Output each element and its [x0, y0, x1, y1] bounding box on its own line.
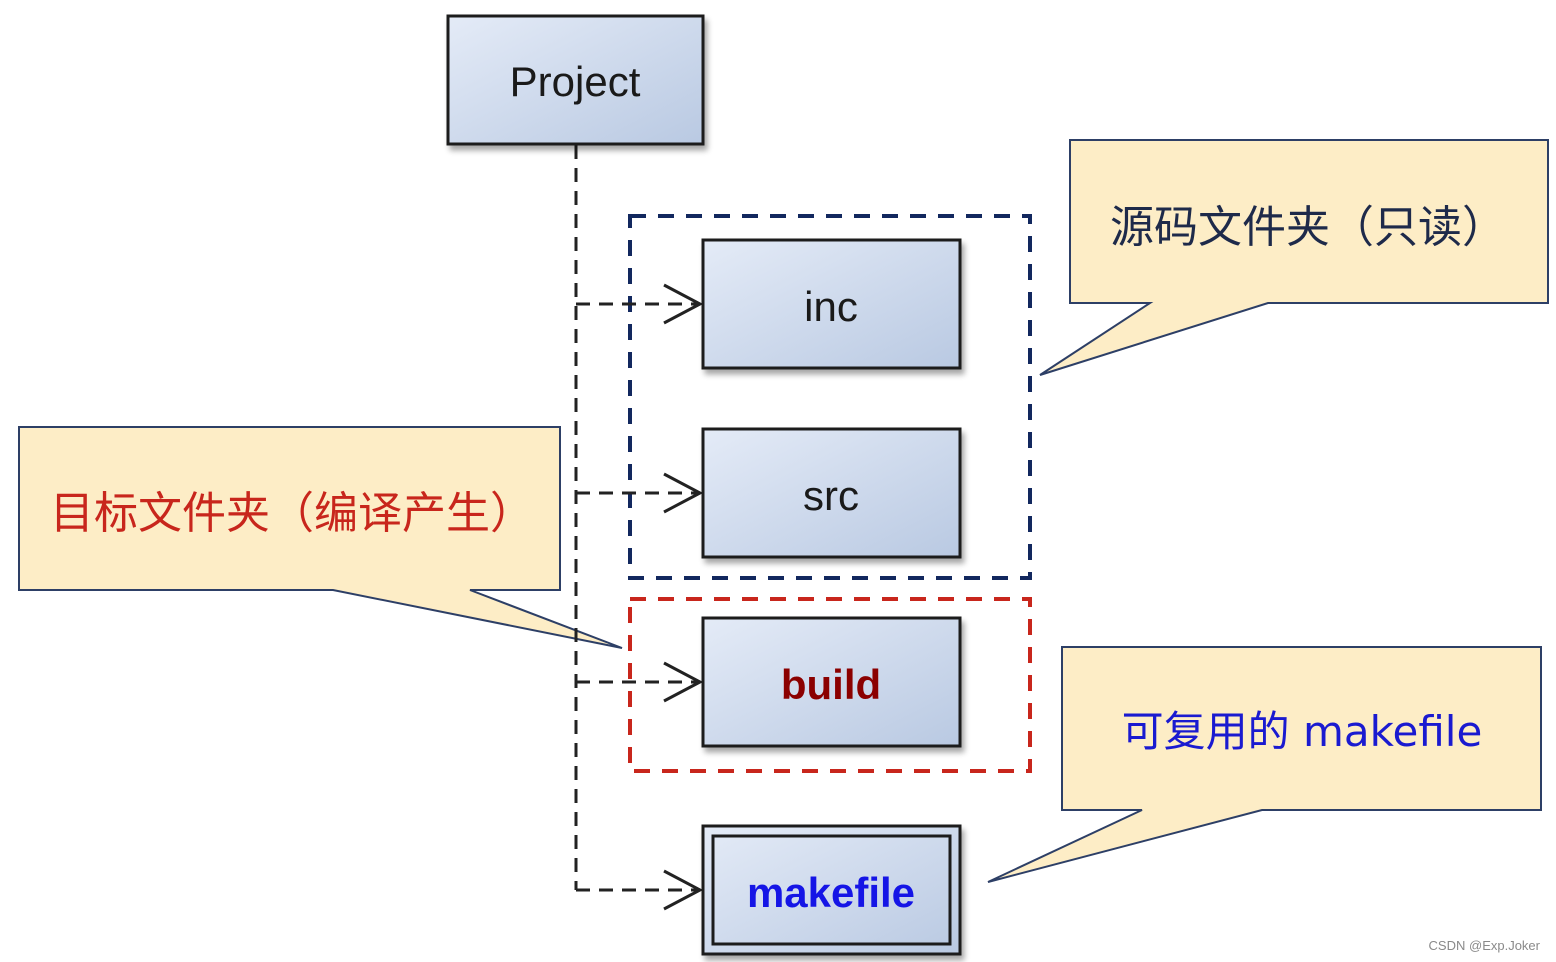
arrowhead-inc	[663, 283, 704, 325]
group-target-frame	[628, 597, 1032, 773]
callout-source: 源码文件夹（只读）	[1039, 139, 1549, 376]
callout-makefile-shape	[987, 646, 1542, 883]
callout-makefile-text: 可复用的 makefile	[1122, 707, 1483, 756]
group-source-frame	[628, 214, 1032, 580]
arrowhead-build	[663, 661, 704, 703]
arrowhead-src	[663, 472, 704, 514]
node-project-label: Project	[510, 58, 641, 105]
node-inc[interactable]: inc	[701, 238, 962, 370]
node-src[interactable]: src	[701, 427, 962, 559]
node-makefile-inner-border	[711, 834, 952, 946]
node-build-label: build	[781, 661, 881, 708]
callout-makefile: 可复用的 makefile	[987, 646, 1542, 883]
callout-source-text: 源码文件夹（只读）	[1110, 202, 1506, 253]
callout-target-text: 目标文件夹（编译产生）	[50, 488, 534, 539]
node-inc-label: inc	[804, 283, 858, 330]
node-makefile[interactable]: makefile	[701, 824, 962, 956]
node-src-label: src	[803, 472, 859, 519]
callout-target-shape	[18, 426, 623, 649]
node-makefile-label: makefile	[747, 869, 915, 916]
watermark: CSDN @Exp.Joker	[1428, 938, 1540, 953]
node-project[interactable]: Project	[446, 14, 705, 146]
callout-target: 目标文件夹（编译产生）	[18, 426, 623, 649]
connectors	[574, 145, 704, 911]
node-build[interactable]: build	[701, 616, 962, 748]
callout-source-shape	[1039, 139, 1549, 376]
arrowhead-makefile	[663, 869, 704, 911]
